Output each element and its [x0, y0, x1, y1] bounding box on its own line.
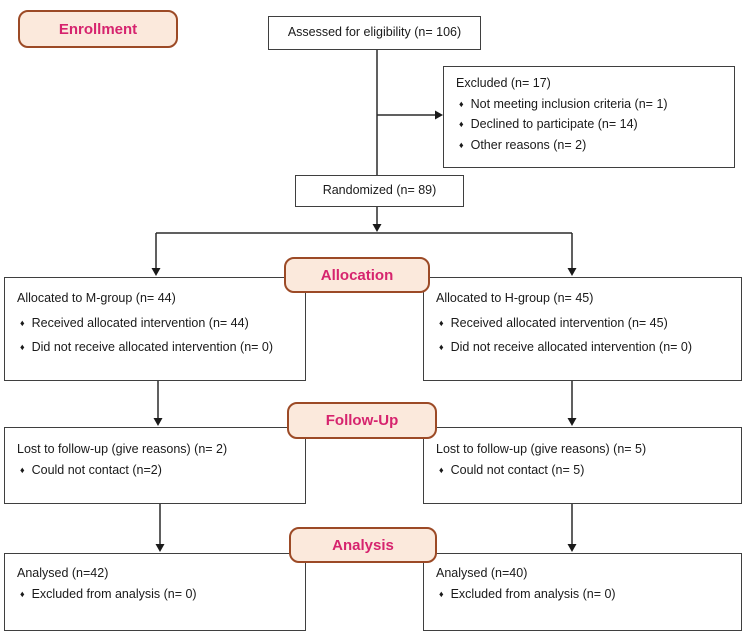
- bullet-text: Could not contact (n=2): [31, 462, 162, 477]
- bullet-text: Excluded from analysis (n= 0): [31, 586, 197, 601]
- diamond-bullet-icon: ♦: [439, 464, 444, 475]
- bullet-text: Did not receive allocated intervention (…: [31, 340, 274, 355]
- allocation-left-title: Allocated to M-group (n= 44): [17, 291, 176, 305]
- stage-label-text: Enrollment: [58, 20, 138, 38]
- assessed-eligibility-box: Assessed for eligibility (n= 106): [268, 16, 481, 50]
- followup-right-title: Lost to follow-up (give reasons) (n= 5): [436, 442, 647, 456]
- bullet-text: Excluded from analysis (n= 0): [450, 586, 616, 601]
- followup-h-group-box: Lost to follow-up (give reasons) (n= 5) …: [423, 427, 742, 504]
- analysis-m-group-box: Analysed (n=42) ♦ Excluded from analysis…: [4, 553, 306, 631]
- diamond-bullet-icon: ♦: [459, 139, 464, 150]
- bullet-text: Could not contact (n= 5): [450, 462, 585, 477]
- diamond-bullet-icon: ♦: [20, 464, 25, 475]
- bullet-text: Received allocated intervention (n= 45): [450, 315, 668, 330]
- bullet-item: ♦ Excluded from analysis (n= 0): [17, 587, 297, 603]
- stage-label-follow-up: Follow-Up: [287, 402, 437, 439]
- bullet-item: ♦ Other reasons (n= 2): [456, 138, 726, 154]
- diamond-bullet-icon: ♦: [439, 342, 444, 353]
- excluded-box: Excluded (n= 17) ♦ Not meeting inclusion…: [443, 66, 735, 168]
- stage-label-text: Allocation: [320, 266, 394, 284]
- bullet-item: ♦ Not meeting inclusion criteria (n= 1): [456, 97, 726, 113]
- bullet-item: ♦ Received allocated intervention (n= 45…: [436, 316, 733, 332]
- stage-label-enrollment: Enrollment: [18, 10, 178, 48]
- bullet-item: ♦ Received allocated intervention (n= 44…: [17, 316, 297, 332]
- randomized-box: Randomized (n= 89): [295, 175, 464, 207]
- analysis-h-group-box: Analysed (n=40) ♦ Excluded from analysis…: [423, 553, 742, 631]
- stage-label-text: Analysis: [332, 536, 394, 554]
- diamond-bullet-icon: ♦: [439, 317, 444, 328]
- diamond-bullet-icon: ♦: [459, 119, 464, 130]
- bullet-text: Did not receive allocated intervention (…: [450, 340, 693, 355]
- bullet-text: Other reasons (n= 2): [470, 137, 587, 152]
- bullet-item: ♦ Could not contact (n=2): [17, 463, 297, 479]
- allocation-h-group-box: Allocated to H-group (n= 45) ♦ Received …: [423, 277, 742, 381]
- diamond-bullet-icon: ♦: [20, 317, 25, 328]
- bullet-item: ♦ Declined to participate (n= 14): [456, 117, 726, 133]
- bullet-item: ♦ Could not contact (n= 5): [436, 463, 733, 479]
- followup-m-group-box: Lost to follow-up (give reasons) (n= 2) …: [4, 427, 306, 504]
- analysis-left-title: Analysed (n=42): [17, 566, 109, 580]
- bullet-text: Not meeting inclusion criteria (n= 1): [470, 96, 668, 111]
- bullet-item: ♦ Excluded from analysis (n= 0): [436, 587, 733, 603]
- stage-label-analysis: Analysis: [289, 527, 437, 563]
- diamond-bullet-icon: ♦: [439, 588, 444, 599]
- diamond-bullet-icon: ♦: [459, 98, 464, 109]
- stage-label-text: Follow-Up: [325, 412, 399, 429]
- allocation-right-title: Allocated to H-group (n= 45): [436, 291, 594, 305]
- bullet-text: Declined to participate (n= 14): [470, 117, 638, 132]
- randomized-text: Randomized (n= 89): [322, 183, 437, 198]
- bullet-item: ♦ Did not receive allocated intervention…: [17, 340, 297, 356]
- bullet-text: Received allocated intervention (n= 44): [31, 315, 249, 330]
- analysis-right-title: Analysed (n=40): [436, 566, 528, 580]
- bullet-item: ♦ Did not receive allocated intervention…: [436, 340, 733, 356]
- excluded-title: Excluded (n= 17): [456, 76, 551, 90]
- assessed-text: Assessed for eligibility (n= 106): [287, 25, 462, 40]
- diamond-bullet-icon: ♦: [20, 588, 25, 599]
- followup-left-title: Lost to follow-up (give reasons) (n= 2): [17, 442, 228, 456]
- diamond-bullet-icon: ♦: [20, 342, 25, 353]
- allocation-m-group-box: Allocated to M-group (n= 44) ♦ Received …: [4, 277, 306, 381]
- stage-label-allocation: Allocation: [284, 257, 430, 293]
